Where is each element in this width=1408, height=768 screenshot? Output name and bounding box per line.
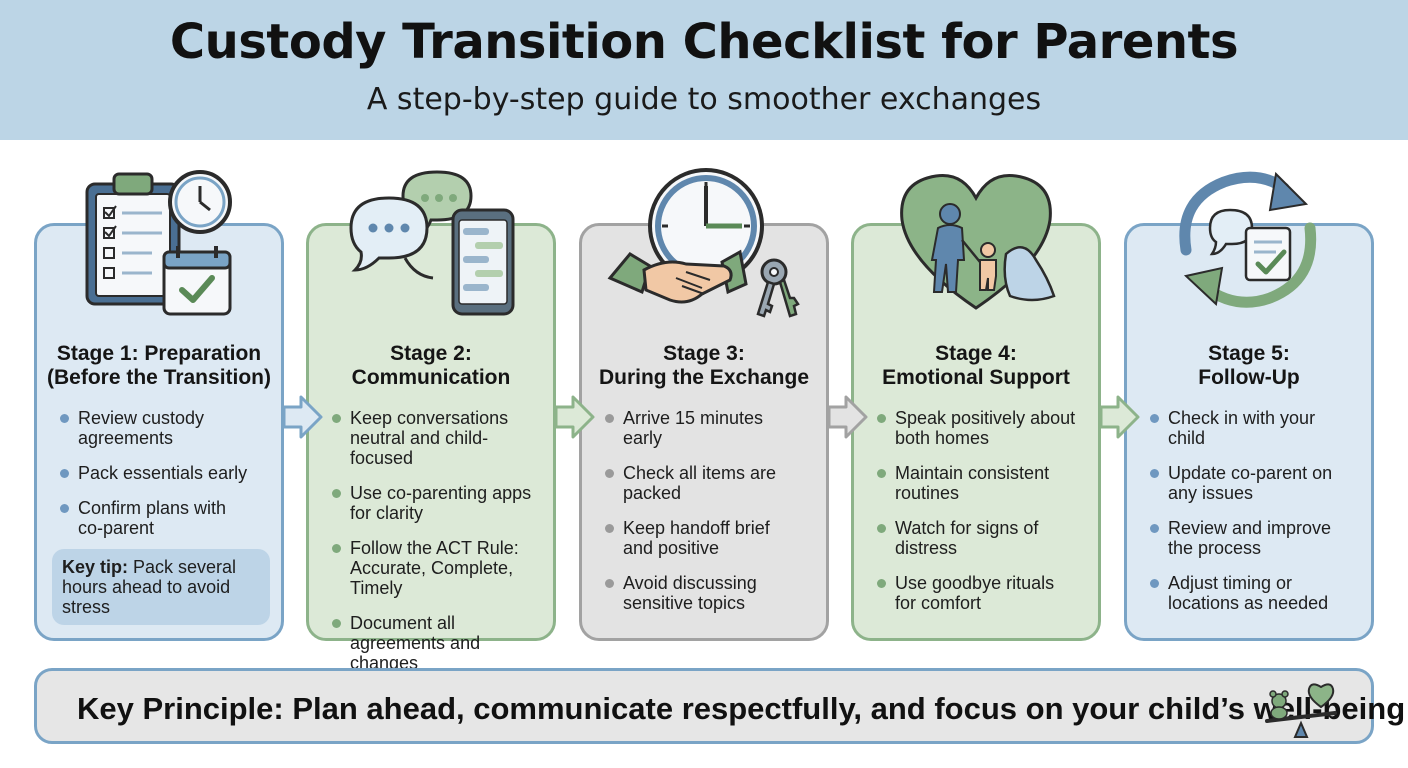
stage-4-card: Stage 4: Emotional Support Speak positiv… — [851, 223, 1101, 641]
heart-parent-child-icon — [900, 173, 1056, 310]
stage-1-title: Stage 1: Preparation (Before the Transit… — [46, 342, 272, 389]
bullet-dot — [605, 469, 614, 478]
bullet-dot — [877, 414, 886, 423]
list-item: Pack essentials early — [57, 463, 273, 483]
bullet-dot — [332, 489, 341, 498]
bullet-dot — [877, 524, 886, 533]
bullet-dot — [1150, 469, 1159, 478]
refresh-cycle-checklist-icon — [1179, 171, 1317, 308]
arrow-right-icon — [554, 395, 595, 439]
list-item: Follow the ACT Rule:Accurate, Complete,T… — [329, 538, 545, 598]
key-tip-label: Key tip: — [62, 557, 129, 577]
clock-handshake-keys-icon — [607, 168, 800, 318]
stage-4-title: Stage 4: Emotional Support — [882, 342, 1070, 389]
stage-3-title: Stage 3: During the Exchange — [598, 342, 810, 389]
bullet-dot — [1150, 579, 1159, 588]
arrow-right-icon — [1099, 395, 1140, 439]
bullet-dot — [332, 414, 341, 423]
bullet-dot — [332, 544, 341, 553]
bullet-dot — [605, 524, 614, 533]
stage-2-title: Stage 2: Communication — [351, 342, 511, 389]
bullet-dot — [1150, 524, 1159, 533]
arrow-right-icon — [282, 395, 323, 439]
clipboard-clock-calendar-icon — [85, 170, 232, 316]
bullet-dot — [60, 414, 69, 423]
bullet-dot — [60, 504, 69, 513]
bullet-dot — [605, 579, 614, 588]
stage-5-title: Stage 5: Follow-Up — [1198, 342, 1300, 389]
arrow-right-icon — [827, 395, 868, 439]
chat-bubbles-phone-icon — [349, 170, 515, 316]
page-title: Custody Transition Checklist for Parents — [169, 14, 1239, 70]
header-banner: Custody Transition Checklist for Parents… — [0, 0, 1408, 140]
key-tip-box: Key tip: Pack several hours ahead to avo… — [52, 549, 270, 625]
bullet-dot — [332, 619, 341, 628]
bullet-dot — [877, 469, 886, 478]
page-subtitle: A step-by-step guide to smoother exchang… — [366, 82, 1042, 117]
key-principle-text: Key Principle: Plan ahead, communicate r… — [77, 691, 1406, 726]
balance-teddy-heart-icon — [1265, 683, 1337, 738]
bullet-dot — [605, 414, 614, 423]
bullet-dot — [1150, 414, 1159, 423]
bullet-dot — [60, 469, 69, 478]
bullet-dot — [877, 579, 886, 588]
key-principle-banner: Key Principle: Plan ahead, communicate r… — [34, 668, 1405, 744]
